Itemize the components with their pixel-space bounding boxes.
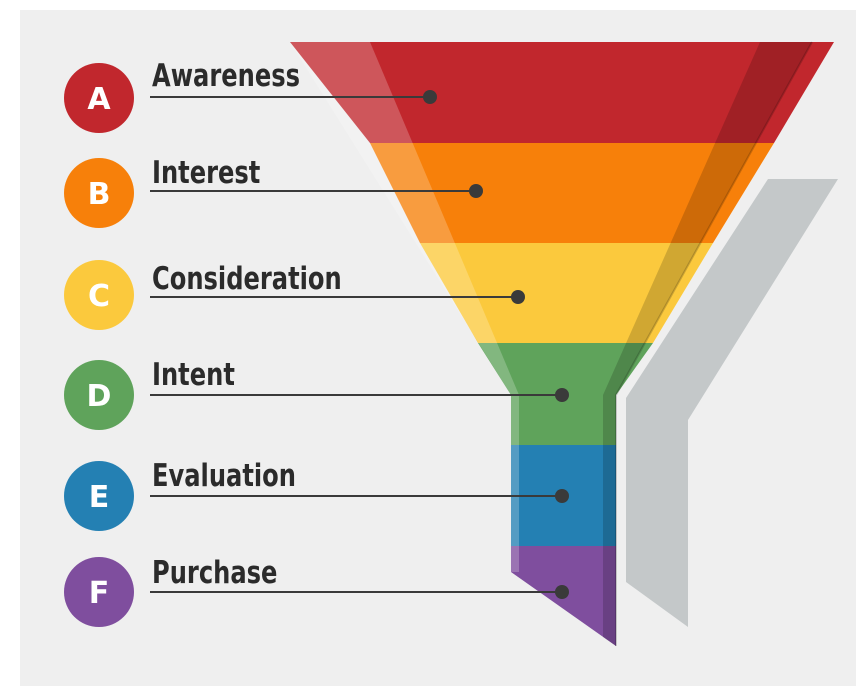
connector-dot-consideration — [511, 290, 525, 304]
connectors — [150, 90, 569, 599]
badge-circle-d — [64, 360, 134, 430]
badge-letter-e: E — [89, 480, 110, 515]
badge-circle-b — [64, 158, 134, 228]
stage-label-interest: Interest — [152, 154, 260, 191]
connector-dot-evaluation — [555, 489, 569, 503]
stage-label-intent: Intent — [152, 356, 235, 393]
stage-label-awareness: Awareness — [152, 57, 300, 94]
funnel-shadow — [626, 179, 838, 627]
connector-dot-interest — [469, 184, 483, 198]
badge-circle-a — [64, 63, 134, 133]
badge-d: D — [64, 360, 134, 430]
badge-letter-b: B — [88, 177, 111, 212]
funnel-band-awareness — [290, 42, 834, 143]
stage-label-evaluation: Evaluation — [152, 457, 296, 494]
badge-e: E — [64, 461, 134, 531]
badge-circle-f — [64, 557, 134, 627]
funnel-band-consideration — [420, 243, 713, 343]
stage-labels: Awareness Interest Consideration Intent … — [152, 57, 342, 591]
badge-letter-d: D — [87, 379, 112, 414]
connector-dot-purchase — [555, 585, 569, 599]
funnel-right-shade — [603, 42, 812, 646]
funnel-bands — [290, 42, 834, 646]
badge-circle-e — [64, 461, 134, 531]
stage-label-consideration: Consideration — [152, 260, 342, 297]
badge-letter-f: F — [89, 576, 110, 611]
badges: A B C D E F — [64, 63, 134, 627]
badge-circle-c — [64, 260, 134, 330]
connector-dot-awareness — [423, 90, 437, 104]
connector-dot-intent — [555, 388, 569, 402]
funnel-band-interest — [370, 143, 774, 243]
badge-a: A — [64, 63, 134, 133]
funnel-left-highlight — [290, 42, 519, 572]
badge-f: F — [64, 557, 134, 627]
stage-label-purchase: Purchase — [152, 554, 277, 591]
funnel-inner-edge — [615, 41, 813, 646]
badge-b: B — [64, 158, 134, 228]
badge-c: C — [64, 260, 134, 330]
badge-letter-c: C — [88, 279, 110, 314]
badge-letter-a: A — [87, 82, 111, 117]
